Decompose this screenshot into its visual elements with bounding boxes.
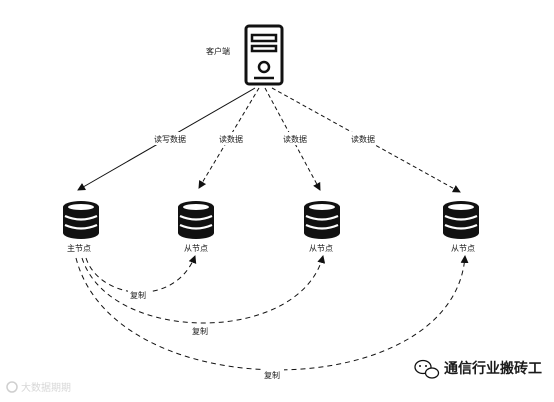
watermark-logo-icon [6,381,18,393]
replication-arrows: 复制 复制 复制 [75,255,469,380]
server-computer-icon [244,24,284,86]
slave-label-2: 从节点 [309,244,333,253]
replication-label-2: 复制 [192,326,208,336]
database-icon [441,200,481,240]
slave-node-2: 从节点 [302,200,342,253]
read-label-3: 读数据 [351,134,375,144]
slave-label-3: 从节点 [451,244,475,253]
data-arrows: 读写数据 读数据 读数据 读数据 [77,87,461,193]
client-label: 客户端 [206,46,230,56]
watermark-right-text: 通信行业搬砖工 [444,360,542,377]
replication-label-3: 复制 [264,370,280,380]
slave-node-1: 从节点 [176,200,216,253]
client-node: 客户端 [206,24,284,86]
replication-arrow-1 [85,255,197,293]
read-label-2: 读数据 [283,134,307,144]
watermark-right: 通信行业搬砖工 [414,359,542,379]
replication-label-1: 复制 [130,290,146,300]
slave-node-3: 从节点 [441,200,481,253]
slave-label-1: 从节点 [184,244,208,253]
wechat-icon [414,359,440,379]
master-node: 主节点 [61,200,101,253]
master-label: 主节点 [67,243,91,253]
database-icon [61,200,101,240]
database-icon [176,200,216,240]
watermark-left-text: 大数据期期 [21,381,71,394]
watermark-left: 大数据期期 [6,381,71,394]
replication-arrow-3 [75,255,469,371]
read-label-1: 读数据 [219,134,243,144]
write-label: 读写数据 [154,134,186,144]
database-icon [302,200,342,240]
replication-arrow-2 [81,255,326,324]
